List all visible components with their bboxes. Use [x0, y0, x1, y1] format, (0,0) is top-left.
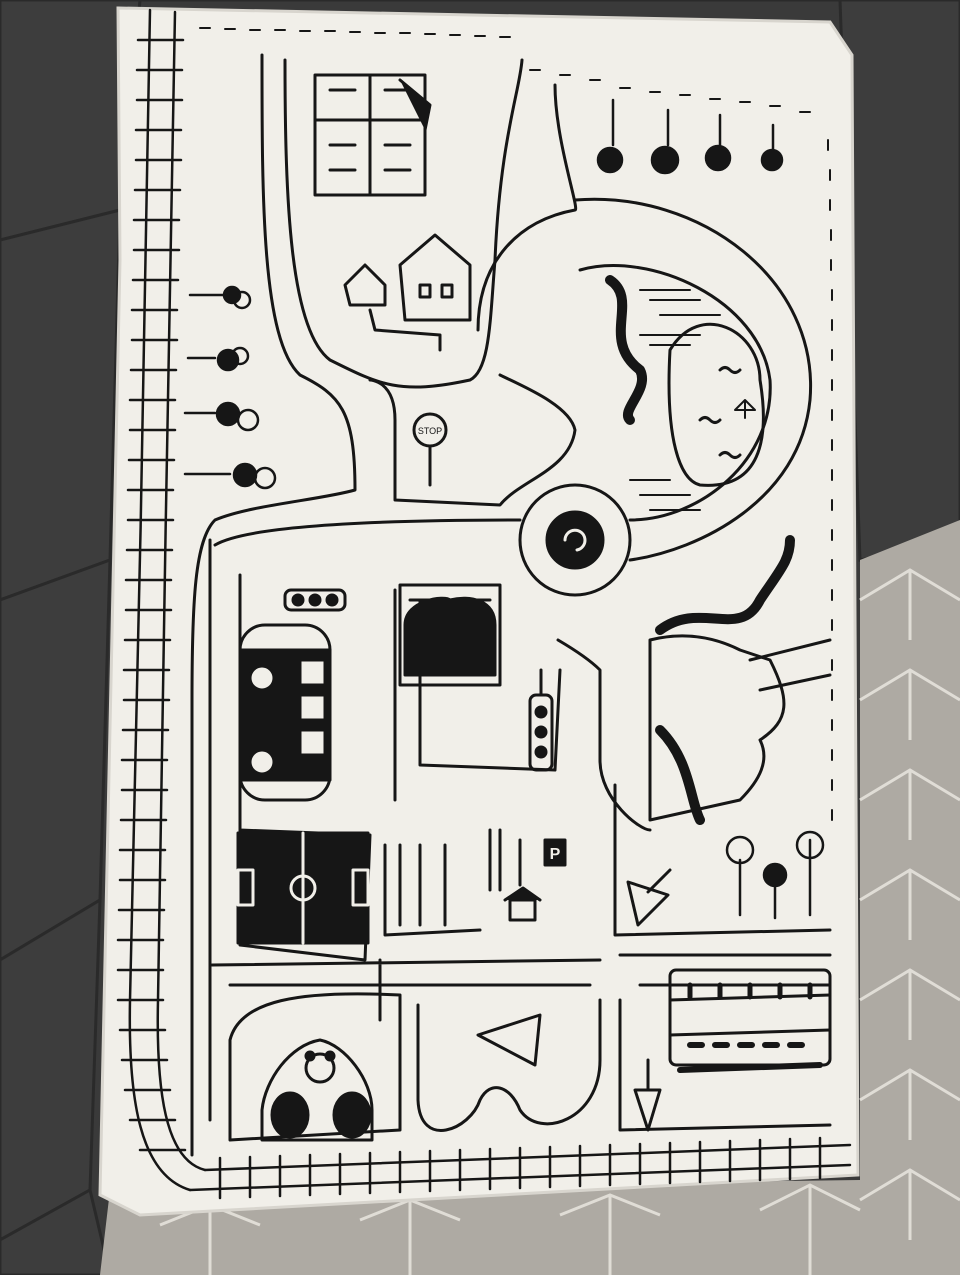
parking-sign-label: P: [550, 846, 561, 863]
traffic-light-middle: [528, 668, 554, 772]
roundabout: [518, 197, 813, 597]
small-house-1: [343, 233, 472, 352]
bus-garage: [398, 583, 502, 687]
tree-top-3: [704, 113, 732, 172]
stop-sign-label: STOP: [418, 426, 442, 436]
big-house: [313, 73, 432, 197]
tree-bottom-3: [795, 830, 825, 917]
tree-left-2: [186, 346, 250, 372]
tree-bottom-2: [762, 862, 788, 920]
traffic-light-top: [283, 588, 347, 612]
car-with-bear: [260, 1038, 374, 1142]
trees: [183, 98, 825, 920]
tree-bottom-1: [725, 835, 755, 917]
stop-sign: [412, 412, 448, 487]
yield-sign-3: [633, 1058, 662, 1132]
rail-track: [116, 8, 852, 1200]
tree-left-4: [183, 462, 277, 490]
tree-top-1: [596, 98, 624, 174]
tree-top-4: [760, 123, 784, 172]
parking-sign: [543, 838, 567, 867]
tree-top-2: [650, 108, 680, 175]
tree-left-1: [188, 285, 252, 310]
yield-sign-2: [476, 1013, 542, 1067]
dot-border: [199, 27, 833, 821]
football-pitch: [236, 831, 370, 945]
pine-trees: [629, 289, 721, 511]
train-wagon: [668, 968, 832, 1073]
mat-drawing: [116, 8, 852, 1200]
lake: [667, 322, 765, 487]
river: [605, 275, 795, 825]
yield-sign-1: [626, 868, 672, 927]
tree-left-3: [183, 401, 260, 432]
parking-lot: [383, 828, 542, 937]
bus: [238, 623, 332, 802]
